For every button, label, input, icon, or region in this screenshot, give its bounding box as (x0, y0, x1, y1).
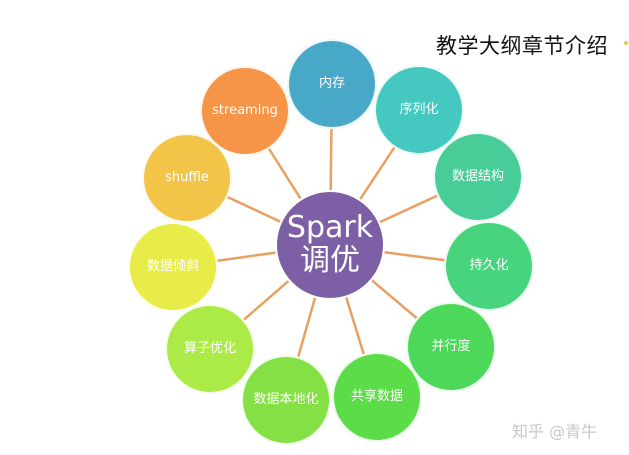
topic-node-label: 数据倾斜 (146, 259, 199, 274)
center-node-spark-tuning: Spark 调优 (275, 190, 385, 300)
center-label-line2: 调优 (300, 243, 360, 278)
connector-line (243, 280, 290, 321)
connector-line (384, 250, 445, 262)
watermark: 知乎 @青牛 (512, 422, 598, 441)
topic-node: shuffle (142, 133, 232, 223)
connector-line (268, 148, 302, 200)
topic-node-label: streaming (212, 103, 278, 118)
topic-node: 持久化 (444, 221, 534, 311)
topic-node: 数据结构 (433, 132, 523, 222)
topic-node-label: 共享数据 (350, 389, 403, 404)
topic-node: 算子优化 (165, 304, 255, 394)
topic-node: streaming (200, 66, 290, 156)
connector-line (359, 146, 396, 200)
topic-node-label: 内存 (318, 76, 345, 91)
topic-node-label: shuffle (165, 170, 209, 185)
connector-line (345, 297, 365, 355)
topic-node-label: 持久化 (469, 258, 509, 273)
topic-node: 共享数据 (332, 352, 422, 442)
topic-node: 内存 (287, 39, 377, 129)
connector-line (297, 297, 317, 358)
connector-line (217, 251, 276, 262)
topic-node-label: 数据结构 (451, 169, 504, 184)
topic-node-label: 序列化 (399, 102, 439, 117)
connector-line (329, 128, 333, 191)
connector-line (227, 195, 281, 223)
center-label-line1: Spark (286, 210, 374, 245)
connector-line (371, 279, 418, 319)
topic-node: 数据本地化 (241, 355, 331, 445)
topic-node: 序列化 (374, 65, 464, 155)
decorative-dot (624, 41, 628, 45)
topic-node-label: 并行度 (431, 339, 471, 354)
diagram-title: 教学大纲章节介绍 (436, 34, 608, 58)
connector-line (379, 194, 438, 224)
topic-node: 并行度 (406, 302, 496, 392)
topic-node-label: 算子优化 (183, 341, 236, 356)
topic-node-label: 数据本地化 (253, 392, 319, 407)
topic-node: 数据倾斜 (128, 222, 218, 312)
